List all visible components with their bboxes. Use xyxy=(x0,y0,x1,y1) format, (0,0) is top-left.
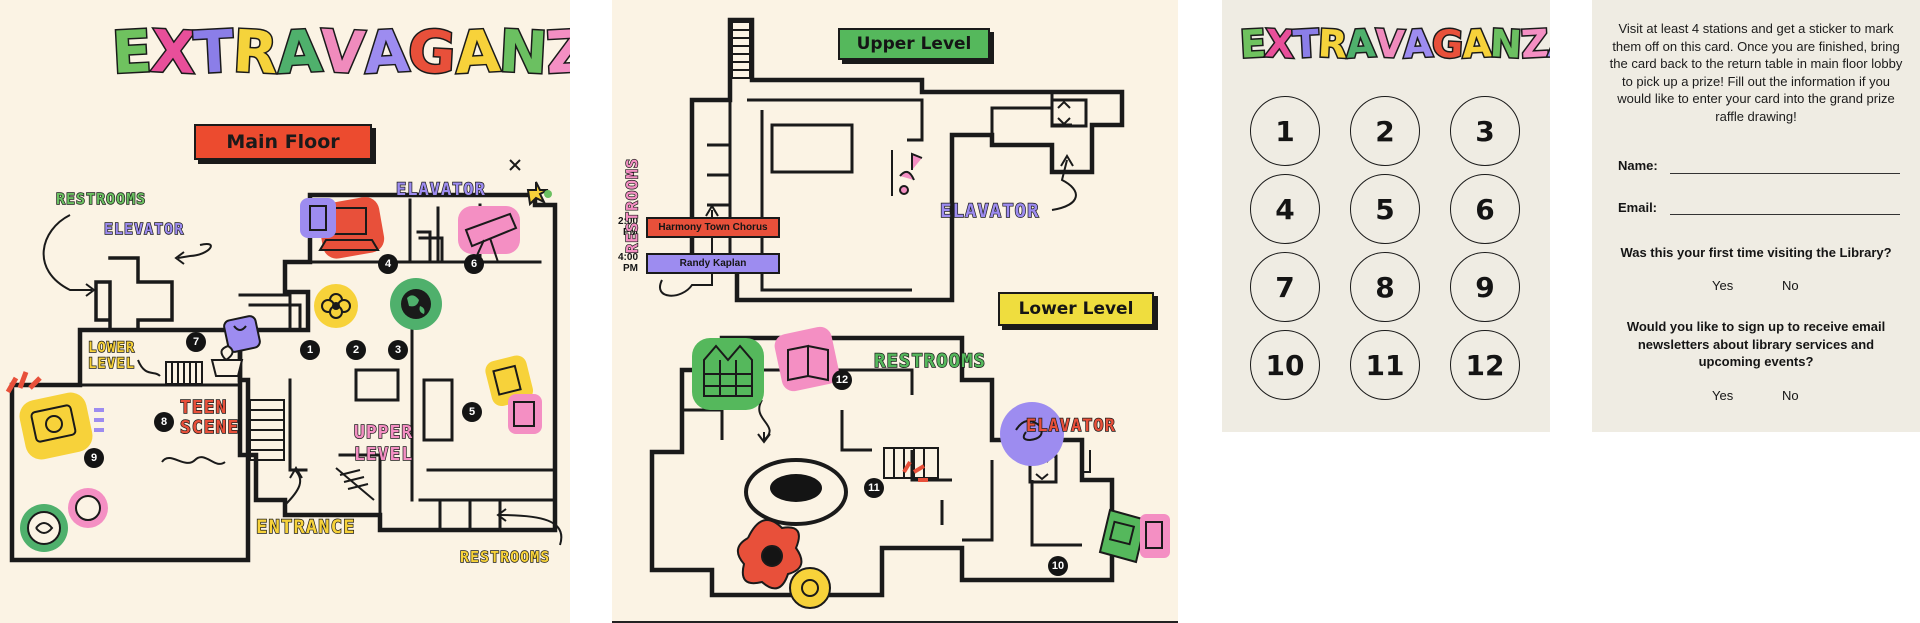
stamp-circle-12: 12 xyxy=(1450,330,1520,400)
event-time: 2:00 PM xyxy=(617,216,638,238)
restrooms-label-top: RESTROOMS xyxy=(55,189,147,208)
restrooms-label-bottom: RESTROOMS xyxy=(459,547,551,566)
event-name: Harmony Town Chorus xyxy=(646,216,780,238)
first-visit-no-option[interactable]: No xyxy=(1782,278,1799,293)
extravaganza-title: EXTRAVAGANZA xyxy=(1237,20,1550,69)
newsletter-no-option[interactable]: No xyxy=(1782,388,1799,403)
email-field[interactable] xyxy=(1670,214,1900,215)
lower-level-heading: Lower Level xyxy=(998,292,1154,326)
elevator-label-right: ELAVATOR xyxy=(395,179,486,200)
upper-lower-level-map: Upper Level Lower Level xyxy=(612,0,1178,623)
station-marker-12: 12 xyxy=(832,370,852,390)
restrooms-label-upper: RESTROOMS xyxy=(622,157,642,254)
stamp-circle-8: 8 xyxy=(1350,252,1420,322)
newsletter-question: Would you like to sign up to receive ema… xyxy=(1626,319,1886,369)
title-letter: A xyxy=(1401,20,1435,68)
station-marker-8: 8 xyxy=(154,412,174,432)
restrooms-label-lower: RESTROOMS xyxy=(873,349,986,372)
title-letter: R xyxy=(1316,20,1350,68)
event-row-1: 2:00 PM Harmony Town Chorus xyxy=(612,216,780,238)
station-marker-4: 4 xyxy=(378,254,398,274)
title-letter: G xyxy=(1429,20,1464,69)
stamp-circle-3: 3 xyxy=(1450,96,1520,166)
upper-level-heading: Upper Level xyxy=(838,28,990,60)
station-marker-10: 10 xyxy=(1048,556,1068,576)
stamp-circle-10: 10 xyxy=(1250,330,1320,400)
elevator-label-left: ELEVATOR xyxy=(103,219,185,238)
level-floor-plans xyxy=(649,17,1170,609)
event-name: Randy Kaplan xyxy=(646,252,780,274)
station-marker-6: 6 xyxy=(464,254,484,274)
title-letter: A xyxy=(1459,20,1493,68)
name-field[interactable] xyxy=(1670,173,1900,174)
elevator-label-upper: ELAVATOR xyxy=(939,199,1040,222)
elevator-label-lower: ELAVATOR xyxy=(1025,415,1116,436)
title-letter: E xyxy=(1237,20,1267,68)
event-row-2: 4:00 PM Randy Kaplan xyxy=(612,252,780,274)
stamp-circle-4: 4 xyxy=(1250,174,1320,244)
name-label: Name: xyxy=(1618,158,1658,173)
station-marker-9: 9 xyxy=(84,448,104,468)
stamp-circle-9: 9 xyxy=(1450,252,1520,322)
stamp-circle-7: 7 xyxy=(1250,252,1320,322)
title-letter: A xyxy=(1344,20,1378,68)
station-marker-2: 2 xyxy=(346,340,366,360)
station-marker-3: 3 xyxy=(388,340,408,360)
station-marker-1: 1 xyxy=(300,340,320,360)
title-letter: X xyxy=(1262,20,1296,68)
station-marker-5: 5 xyxy=(462,402,482,422)
instructions-text: Visit at least 4 stations and get a stic… xyxy=(1609,21,1903,124)
main-floor-map: EXTRAVAGANZA Main Floor xyxy=(0,0,570,623)
stamp-circle-6: 6 xyxy=(1450,174,1520,244)
title-letter: Z xyxy=(1519,20,1550,68)
first-visit-question: Was this your first time visiting the Li… xyxy=(1620,245,1892,260)
title-letter: N xyxy=(1488,20,1524,69)
stamp-circle-5: 5 xyxy=(1350,174,1420,244)
entrance-label: ENTRANCE xyxy=(255,515,356,538)
station-marker-7: 7 xyxy=(186,332,206,352)
title-letter: V xyxy=(1372,20,1406,68)
stamp-circle-1: 1 xyxy=(1250,96,1320,166)
first-visit-yes-option[interactable]: Yes xyxy=(1712,278,1734,293)
station-marker-11: 11 xyxy=(864,478,884,498)
raffle-entry-form: Visit at least 4 stations and get a stic… xyxy=(1592,0,1920,432)
main-floor-heading: Main Floor xyxy=(194,124,372,160)
main-floor-plan xyxy=(5,159,563,563)
stamp-circle-11: 11 xyxy=(1350,330,1420,400)
email-label: Email: xyxy=(1618,200,1658,215)
stamp-circle-2: 2 xyxy=(1350,96,1420,166)
event-time: 4:00 PM xyxy=(617,252,638,274)
newsletter-yes-option[interactable]: Yes xyxy=(1712,388,1734,403)
title-letter: T xyxy=(1291,20,1321,68)
